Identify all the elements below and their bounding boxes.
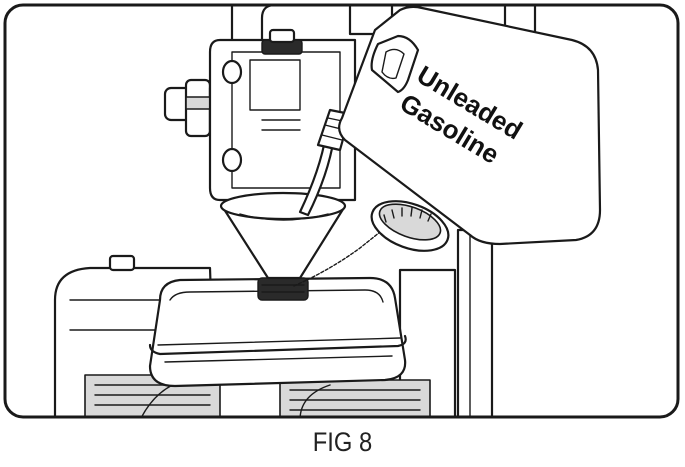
figure-border [3, 3, 680, 419]
fuel-stream [298, 133, 336, 217]
fuel-cap [293, 200, 450, 287]
fuel-tank [148, 276, 407, 388]
control-panel [208, 28, 357, 202]
funnel [219, 191, 347, 280]
gasoline-can [316, 5, 602, 246]
figure-caption: FIG 8 [312, 427, 373, 457]
